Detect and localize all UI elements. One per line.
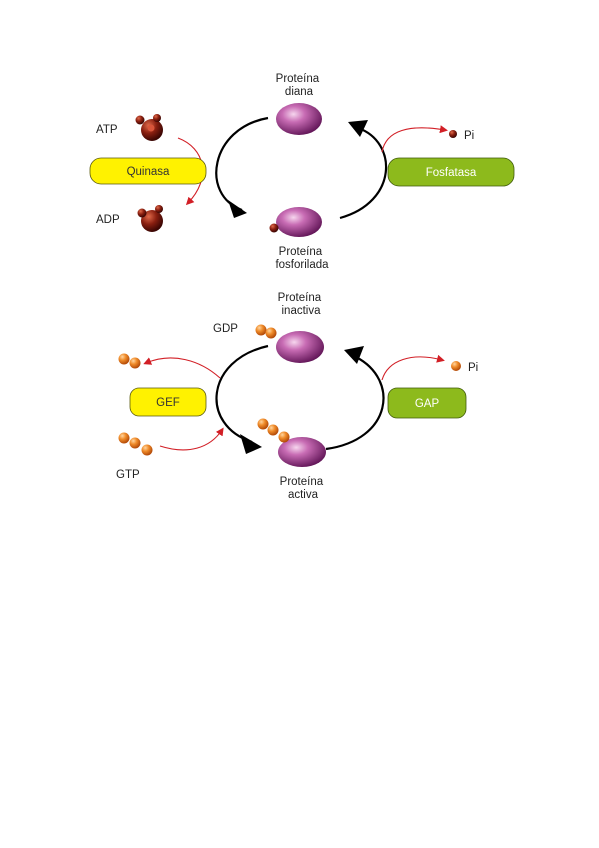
target-protein — [276, 103, 322, 135]
pi-phosphate-icon — [449, 130, 457, 138]
kinase-box — [89, 157, 207, 185]
kinase-label: Quinasa — [127, 166, 170, 178]
inactive-protein-label: Proteína inactiva — [278, 292, 325, 317]
cycle2-arrow-left — [215, 344, 269, 444]
gtp-bound-icon — [257, 418, 290, 443]
phosphatase-label: Fosfatasa — [426, 167, 477, 179]
atp-label: ATP — [96, 124, 118, 136]
phosphate-group — [269, 223, 279, 233]
gdp-release-arrow — [143, 357, 221, 379]
cycle-arrowhead-right — [348, 120, 368, 137]
cycle2-arrowhead-right — [344, 346, 364, 364]
gtp-binding-arrow — [159, 427, 224, 451]
inactive-protein — [276, 331, 324, 363]
cycle2-arrowhead-left — [240, 434, 262, 454]
phosphatase-box — [387, 157, 515, 187]
cycle-arrow-left — [215, 116, 269, 212]
atp-molecule-icon — [135, 114, 163, 141]
cycle-arrow-right — [339, 126, 388, 220]
cycle2-arrow-right — [325, 356, 385, 451]
gef-label: GEF — [156, 397, 180, 409]
phosphorylation-cycle: Proteína diana Proteína fosforilada ATP … — [89, 73, 515, 271]
adp-molecule-icon — [137, 205, 163, 232]
pi-label: Pi — [464, 130, 474, 142]
adp-label: ADP — [96, 214, 120, 226]
phosphorylated-protein-label: Proteína fosforilada — [275, 246, 329, 271]
pi-release-arrow — [381, 125, 448, 153]
gdp-label: GDP — [213, 323, 238, 335]
gap-label: GAP — [415, 398, 440, 410]
gef-box — [129, 387, 207, 417]
gap-pi-release-arrow — [381, 354, 445, 381]
released-gdp-icon — [118, 353, 141, 369]
gap-pi-icon — [451, 361, 461, 371]
phosphorylated-protein — [276, 207, 322, 237]
free-gtp-icon — [118, 432, 153, 456]
gdp-bound-icon — [255, 324, 277, 339]
gtpase-cycle: GDP Proteína inactiva Proteína activa GT… — [116, 292, 478, 501]
gap-box — [387, 387, 467, 419]
gtp-label: GTP — [116, 469, 140, 481]
active-protein-label: Proteína activa — [280, 476, 327, 501]
active-protein — [278, 437, 326, 467]
cycle-arrowhead-left — [228, 200, 247, 218]
gap-pi-label: Pi — [468, 362, 478, 374]
target-protein-label: Proteína diana — [276, 73, 323, 98]
